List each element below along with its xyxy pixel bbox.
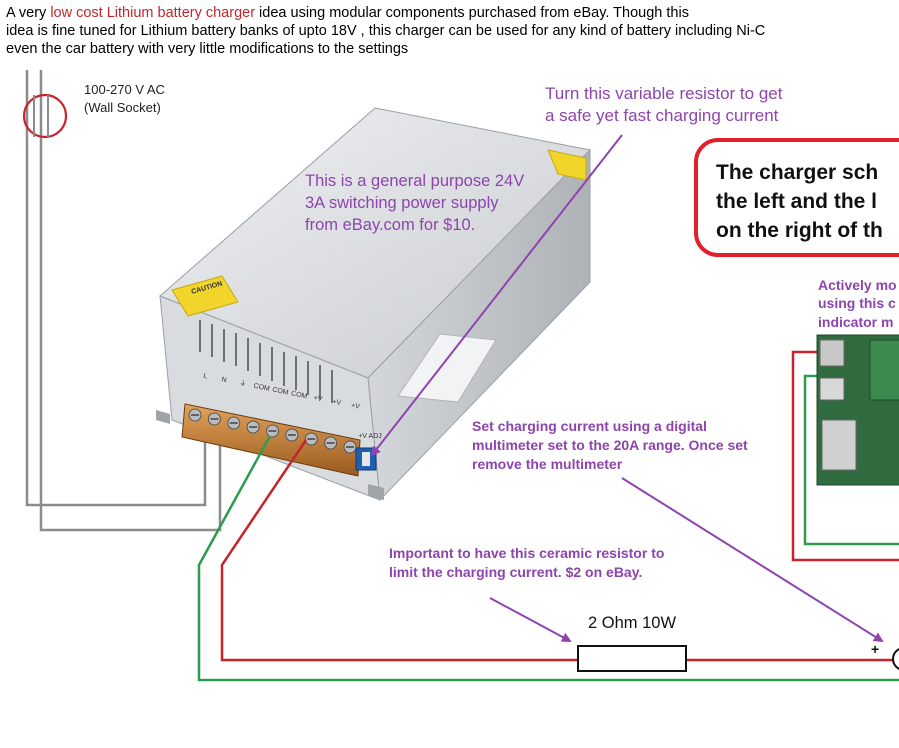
ceramic-resistor-note-1: Important to have this ceramic resistor … <box>389 545 664 561</box>
intro-line1-start: A very <box>6 5 51 21</box>
indicator-component <box>819 377 845 401</box>
mounting-foot-right <box>368 484 384 500</box>
terminal-label: COM <box>253 383 271 393</box>
indicator-wire-red <box>791 350 899 562</box>
power-supply-note-1: This is a general purpose 24V <box>305 172 524 190</box>
indicator-annotation-line-3: indicator m <box>818 314 893 330</box>
callout-line-1: The charger sch <box>716 161 878 184</box>
multimeter-note-1: Set charging current using a digital <box>472 418 707 434</box>
terminal-label: +V <box>332 398 342 407</box>
variable-resistor-arrow <box>370 134 623 457</box>
terminal-block <box>181 403 361 477</box>
battery-symbol <box>892 648 899 670</box>
terminal-label: ⏚ <box>239 379 248 388</box>
callout-box <box>694 138 899 257</box>
terminal-label: L <box>203 373 208 381</box>
terminal-label: +V <box>350 402 360 411</box>
terminal-label: COM <box>290 390 308 400</box>
source-label-2: (Wall Socket) <box>84 100 161 115</box>
terminal-label: +V <box>313 395 323 404</box>
intro-line1-end: idea using modular components purchased … <box>255 5 689 21</box>
battery-plus-sign: + <box>871 641 879 657</box>
callout-line-3: on the right of th <box>716 219 883 242</box>
power-supply-note-3: from eBay.com for $10. <box>305 216 475 234</box>
multimeter-note-2: multimeter set to the 20A range. Once se… <box>472 437 748 453</box>
variable-resistor-note-1: Turn this variable resistor to get <box>545 84 783 103</box>
indicator-module <box>816 334 899 486</box>
callout-line-2: the left and the l <box>716 190 877 213</box>
power-supply-annotation: This is a general purpose 24V 3A switchi… <box>305 172 524 234</box>
mains-wire-neutral <box>39 70 222 532</box>
positive-wire-to-resistor <box>220 439 580 662</box>
model-label-plate <box>397 333 497 403</box>
ceramic-resistor-note-2: limit the charging current. $2 on eBay. <box>389 564 642 580</box>
ceramic-resistor-annotation: Important to have this ceramic resistor … <box>389 545 664 642</box>
indicator-wire-green <box>803 374 899 546</box>
indicator-relay <box>821 419 857 471</box>
ceramic-resistor <box>577 645 687 672</box>
terminal-screws <box>188 408 357 454</box>
multimeter-annotation: Set charging current using a digital mul… <box>472 418 884 643</box>
terminal-label: N <box>221 376 227 384</box>
caution-label: CAUTION <box>171 275 239 317</box>
mains-wire-live <box>25 70 207 507</box>
intro-highlight: low cost Lithium battery charger <box>50 5 256 21</box>
psu-vent-grille <box>199 320 333 403</box>
indicator-potentiometer <box>819 339 845 367</box>
power-supply-note-2: 3A switching power supply <box>305 194 499 212</box>
intro-line2: idea is fine tuned for Lithium battery b… <box>6 23 766 39</box>
multimeter-note-3: remove the multimeter <box>472 456 623 472</box>
adjust-label: +V ADJ <box>358 433 382 440</box>
negative-wire <box>197 435 899 682</box>
indicator-annotation-line-2: using this c <box>818 295 896 311</box>
indicator-annotation-line-1: Actively mo <box>818 277 897 293</box>
ceramic-resistor-arrow <box>489 597 572 642</box>
potentiometer-screw <box>362 452 370 466</box>
mounting-foot-left <box>156 410 170 424</box>
mains-wires <box>25 70 222 532</box>
variable-resistor-annotation: Turn this variable resistor to get a saf… <box>370 84 783 457</box>
variable-resistor-note-2: a safe yet fast charging current <box>545 106 779 125</box>
indicator-annotation: Actively mo using this c indicator m <box>818 277 897 330</box>
caution-sticker <box>171 275 239 317</box>
indicator-board-area <box>869 339 899 401</box>
ac-source-circle <box>22 93 68 139</box>
intro-text: A very low cost Lithium battery charger … <box>6 4 899 58</box>
terminal-label: COM <box>272 386 290 396</box>
source-label-1: 100-270 V AC <box>84 82 165 97</box>
resistor-label: 2 Ohm 10W <box>588 614 676 632</box>
intro-line3: even the car battery with very little mo… <box>6 41 409 57</box>
ac-source-symbol <box>22 93 68 139</box>
multimeter-arrow <box>621 477 884 643</box>
